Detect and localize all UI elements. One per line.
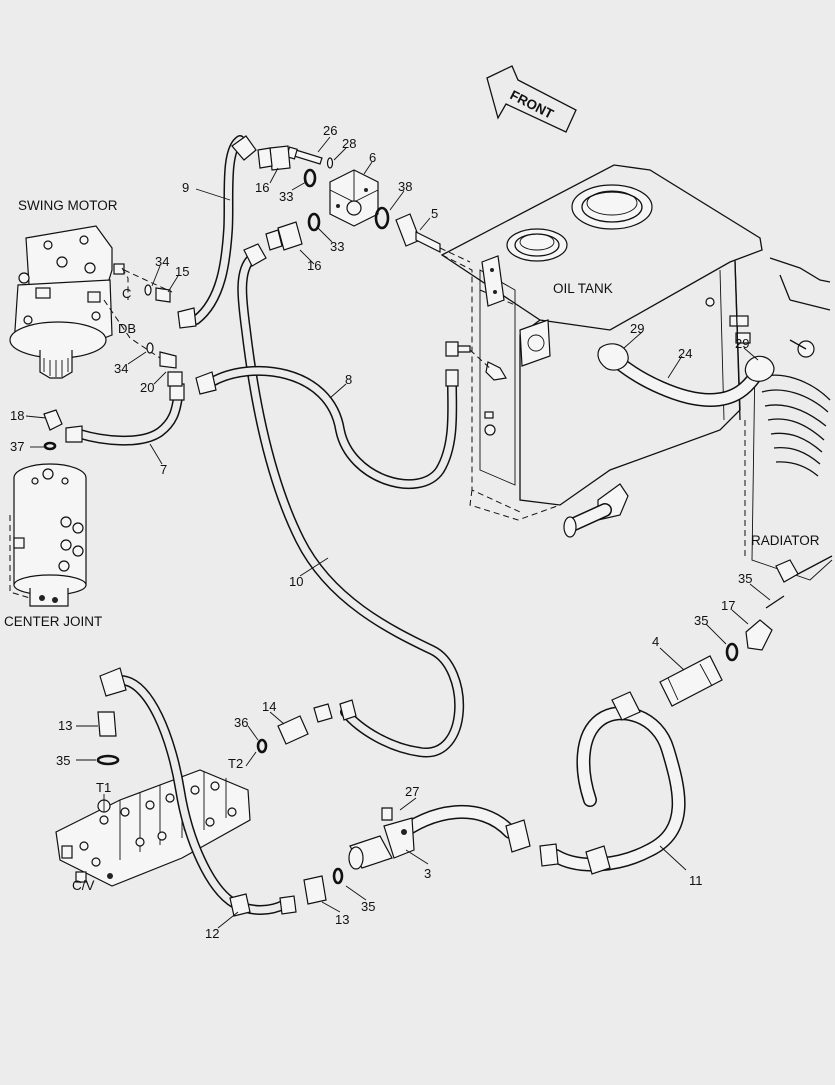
callout-6: 6 (369, 150, 376, 165)
part-35-oring-b (725, 642, 739, 662)
part-37-oring (43, 441, 57, 451)
radiator: RADIATOR (744, 359, 833, 583)
swing-motor: SWING MOTOR (9, 198, 125, 379)
callout-34-upper: 34 (155, 254, 169, 269)
callout-3: 3 (424, 866, 431, 881)
part-16-upper (257, 145, 291, 171)
callout-13-lower: 13 (335, 912, 349, 927)
port-t2-label: T2 (228, 756, 243, 771)
part-16-lower (265, 221, 303, 251)
callout-12: 12 (205, 926, 219, 941)
part-28-washer (326, 157, 334, 169)
hose-11 (391, 691, 686, 875)
part-29-clamp-right (744, 355, 775, 382)
control-valve: C/V T1 T2 (55, 756, 251, 893)
callout-34-lower: 34 (114, 361, 128, 376)
part-4-filter (659, 655, 723, 707)
swing-motor-label: SWING MOTOR (18, 198, 118, 213)
callout-35-bottom: 35 (361, 899, 375, 914)
leader-lines (25, 136, 771, 929)
callout-36: 36 (234, 715, 248, 730)
callout-29-right: 29 (735, 336, 749, 351)
oil-tank-label: OIL TANK (553, 281, 613, 296)
part-13-lower (303, 875, 327, 905)
hose-8 (195, 366, 459, 490)
callout-37: 37 (10, 439, 24, 454)
callout-20: 20 (140, 380, 154, 395)
part-14-fitting (277, 703, 333, 745)
callout-7: 7 (160, 462, 167, 477)
callouts: 26 28 6 38 5 9 16 33 33 16 34 15 34 20 1… (10, 123, 752, 941)
part-33-upper-oring (303, 168, 317, 188)
radiator-label: RADIATOR (751, 533, 820, 548)
part-36-oring (256, 738, 268, 754)
callout-33-lower: 33 (330, 239, 344, 254)
callout-35-right: 35 (738, 571, 752, 586)
part-38-oring (374, 206, 390, 230)
front-arrow: FRONT (486, 65, 577, 133)
part-6-block (329, 169, 379, 227)
callout-9: 9 (182, 180, 189, 195)
callout-10: 10 (289, 574, 303, 589)
callout-35-mid: 35 (694, 613, 708, 628)
callout-16-upper: 16 (255, 180, 269, 195)
part-27-bolt (381, 807, 393, 821)
hose-10 (237, 243, 464, 758)
part-33-lower-oring (307, 212, 321, 232)
tank-return-fitting (445, 341, 507, 381)
part-35-clamp (765, 595, 785, 609)
part-29-clamp-left (597, 343, 629, 371)
callout-17: 17 (721, 598, 735, 613)
port-c-label: C (122, 286, 131, 301)
part-26-bolt (286, 146, 323, 165)
center-joint: CENTER JOINT (4, 463, 102, 629)
part-13-upper (97, 711, 117, 737)
port-t1-label: T1 (96, 780, 111, 795)
callout-8: 8 (345, 372, 352, 387)
callout-5: 5 (431, 206, 438, 221)
part-35-cv-oring (96, 754, 120, 766)
callout-15: 15 (175, 264, 189, 279)
callout-18: 18 (10, 408, 24, 423)
callout-35-left: 35 (56, 753, 70, 768)
oil-tank: OIL TANK (440, 164, 831, 538)
callout-33-upper: 33 (279, 189, 293, 204)
port-db-label: DB (118, 321, 136, 336)
callout-27: 27 (405, 784, 419, 799)
callout-24: 24 (678, 346, 692, 361)
part-20-tee (159, 351, 177, 369)
front-arrow-label: FRONT (508, 87, 557, 122)
part-34-lower (146, 342, 154, 354)
part-35-lower-oring (332, 867, 344, 885)
callout-11: 11 (689, 873, 703, 888)
callout-16-lower: 16 (307, 258, 321, 273)
hose-24 (611, 355, 765, 407)
part-34-upper (144, 284, 152, 296)
hose-9 (177, 135, 257, 329)
control-valve-label: C/V (72, 878, 95, 893)
callout-13-upper: 13 (58, 718, 72, 733)
callout-14: 14 (262, 699, 276, 714)
callout-4: 4 (652, 634, 659, 649)
part-15-fitting (155, 287, 171, 303)
callout-26: 26 (323, 123, 337, 138)
callout-38: 38 (398, 179, 412, 194)
center-joint-label: CENTER JOINT (4, 614, 102, 629)
part-3-adapter (348, 817, 415, 870)
part-17-elbow (745, 619, 773, 651)
hose-7 (65, 383, 185, 446)
part-18-elbow (43, 409, 63, 431)
callout-29-left: 29 (630, 321, 644, 336)
hose-12 (99, 667, 297, 917)
callout-28: 28 (342, 136, 356, 151)
part-5-fitting (395, 213, 471, 263)
